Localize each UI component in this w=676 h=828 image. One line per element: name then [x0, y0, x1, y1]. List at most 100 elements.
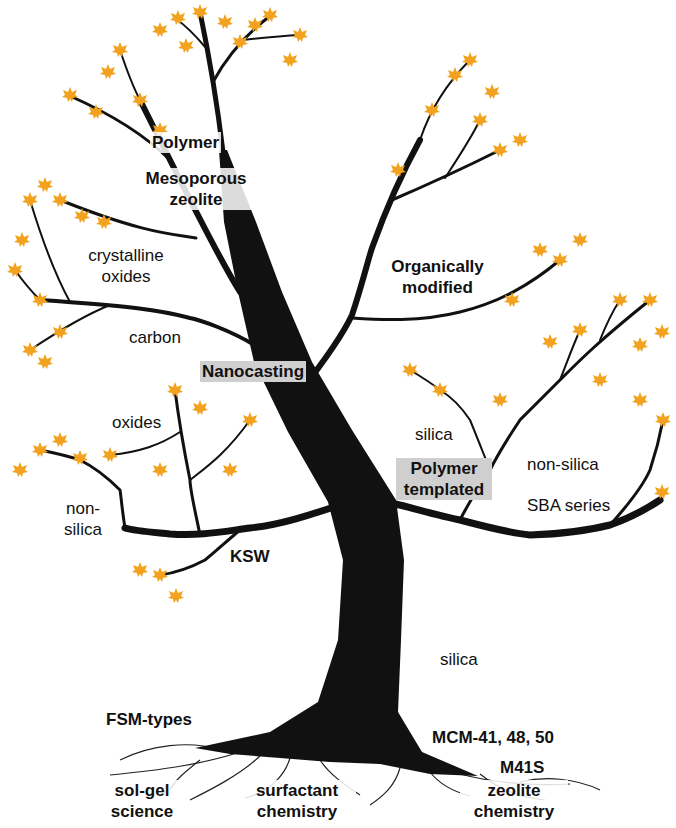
- leaf: [532, 242, 548, 257]
- leaf: [504, 292, 520, 307]
- leaf: [592, 372, 608, 387]
- leaf: [542, 334, 558, 349]
- branch: [30, 305, 110, 350]
- leaf: [632, 392, 648, 407]
- branches: [15, 12, 663, 575]
- leaf: [262, 7, 278, 22]
- leaf: [12, 462, 28, 477]
- leaf: [132, 92, 148, 107]
- leaf: [472, 112, 488, 127]
- branch-label: carbon: [127, 327, 183, 348]
- root-label: MCM-41, 48, 50: [430, 727, 556, 748]
- branch: [560, 330, 580, 380]
- leaf: [152, 22, 168, 37]
- branch: [15, 270, 40, 300]
- leaf: [167, 382, 183, 397]
- leaf: [100, 64, 116, 79]
- leaf: [654, 324, 670, 339]
- leaf: [632, 337, 648, 352]
- branch: [213, 16, 270, 82]
- leaf: [74, 208, 90, 223]
- leaf: [37, 177, 53, 192]
- leaf: [37, 354, 53, 369]
- leaf: [62, 87, 78, 102]
- leaf: [612, 292, 628, 307]
- leaf: [88, 104, 104, 119]
- leaf: [642, 292, 658, 307]
- leaf: [32, 442, 48, 457]
- root-label: zeolite chemistry: [460, 780, 568, 822]
- leaf: [484, 84, 500, 99]
- branch: [120, 50, 140, 100]
- leaf: [424, 102, 440, 117]
- leaf: [192, 4, 208, 19]
- branch: [610, 420, 663, 525]
- leaf: [52, 432, 68, 447]
- branch-label: Polymer: [150, 132, 221, 153]
- leaf: [178, 38, 194, 53]
- leaf: [572, 322, 588, 337]
- leaf: [152, 462, 168, 477]
- branch: [420, 60, 470, 140]
- branch: [190, 420, 250, 480]
- branch: [110, 432, 180, 455]
- branch-label: crystalline oxides: [78, 245, 174, 287]
- leaf: [512, 132, 528, 147]
- branch: [600, 300, 620, 340]
- root-label: M41S: [498, 757, 546, 778]
- leaf: [492, 392, 508, 407]
- leaf: [152, 567, 168, 582]
- branch: [125, 505, 340, 535]
- leaf: [232, 34, 248, 49]
- branch-label: oxides: [110, 412, 163, 433]
- leaf: [492, 142, 508, 157]
- leaf: [132, 562, 148, 577]
- leaf: [22, 342, 38, 357]
- leaves: [7, 4, 671, 603]
- root-label: FSM-types: [104, 709, 194, 730]
- trunk-label: silica: [438, 649, 480, 670]
- branch: [30, 200, 70, 302]
- branch: [175, 390, 200, 535]
- leaf: [102, 447, 118, 462]
- leaf: [168, 588, 184, 603]
- branch-label: silica: [413, 424, 455, 445]
- branch-label: non-silica: [525, 454, 601, 475]
- trunk-label: Polymer templated: [396, 458, 492, 500]
- leaf: [242, 412, 258, 427]
- branch: [445, 120, 480, 178]
- leaf: [247, 17, 263, 32]
- leaf: [14, 232, 30, 247]
- leaf: [96, 214, 112, 229]
- branch-label: Mesoporous zeolite: [140, 168, 252, 210]
- leaf: [52, 192, 68, 207]
- branch-label: KSW: [228, 546, 272, 567]
- leaf: [7, 262, 23, 277]
- leaf: [654, 484, 670, 499]
- branch: [410, 370, 490, 470]
- root-label: sol-gel science: [98, 780, 186, 822]
- leaf: [72, 450, 88, 465]
- leaf: [402, 362, 418, 377]
- leaf: [32, 292, 48, 307]
- leaf: [52, 324, 68, 339]
- leaf: [552, 252, 568, 267]
- leaf: [170, 10, 186, 25]
- trunk-label: Nanocasting: [200, 361, 306, 382]
- leaf: [572, 232, 588, 247]
- leaf: [22, 192, 38, 207]
- leaf: [112, 42, 128, 57]
- root: [370, 768, 400, 805]
- leaf: [432, 382, 448, 397]
- branch: [242, 35, 300, 40]
- leaf: [282, 52, 298, 67]
- leaf: [192, 400, 208, 415]
- branch-label: SBA series: [525, 495, 612, 516]
- branch-label: non- silica: [52, 498, 114, 540]
- root-label: surfactant chemistry: [238, 780, 356, 822]
- leaf: [447, 67, 463, 82]
- leaf: [655, 412, 671, 427]
- leaf: [462, 52, 478, 67]
- leaf: [222, 462, 238, 477]
